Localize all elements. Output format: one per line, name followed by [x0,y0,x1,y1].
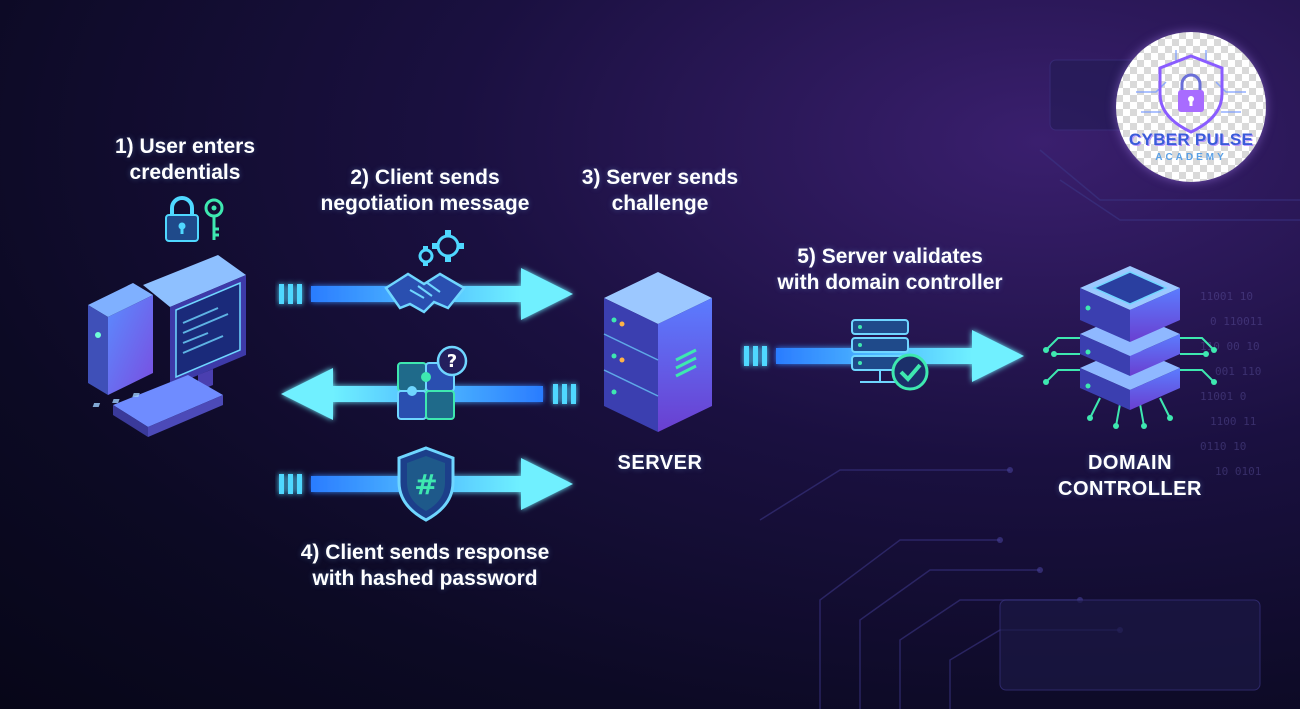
server-icon [603,272,712,432]
puzzle-question-icon: ? [397,345,468,420]
handshake-gears-icon [384,230,466,314]
svg-text:?: ? [447,351,457,372]
svg-text:#: # [414,468,437,501]
step-4-label: 4) Client sends response with hashed pas… [300,541,550,590]
domain-controller-label: DOMAIN CONTROLLER [1058,452,1202,500]
logo-title: CYBER PULSE [1128,130,1254,149]
logo-subtitle: ACADEMY [1155,152,1227,163]
server-label: SERVER [617,452,703,474]
svg-text:1100 11: 1100 11 [1210,415,1256,428]
svg-text:11001 0: 11001 0 [1200,390,1246,403]
svg-text:10 0101: 10 0101 [1215,465,1261,478]
server-check-icon [851,319,929,391]
client-computer-icon [88,255,246,437]
shield-lock-logo-icon [1136,50,1246,134]
step-1-label: 1) User enters credentials [114,135,256,184]
svg-text:0110 10: 0110 10 [1200,440,1246,453]
shield-hash-icon: # [397,446,455,522]
step-3-label: 3) Server sends challenge [581,166,739,215]
lock-and-key-icon [165,196,224,242]
svg-text:001 110: 001 110 [1215,365,1261,378]
svg-text:11001 10: 11001 10 [1200,290,1253,303]
step-2-label: 2) Client sends negotiation message [320,166,530,215]
brand-logo: CYBER PULSE ACADEMY [1116,32,1266,182]
domain-controller-icon [1043,266,1217,429]
svg-text:0 110011: 0 110011 [1210,315,1263,328]
step-5-label: 5) Server validates with domain controll… [777,245,1003,294]
